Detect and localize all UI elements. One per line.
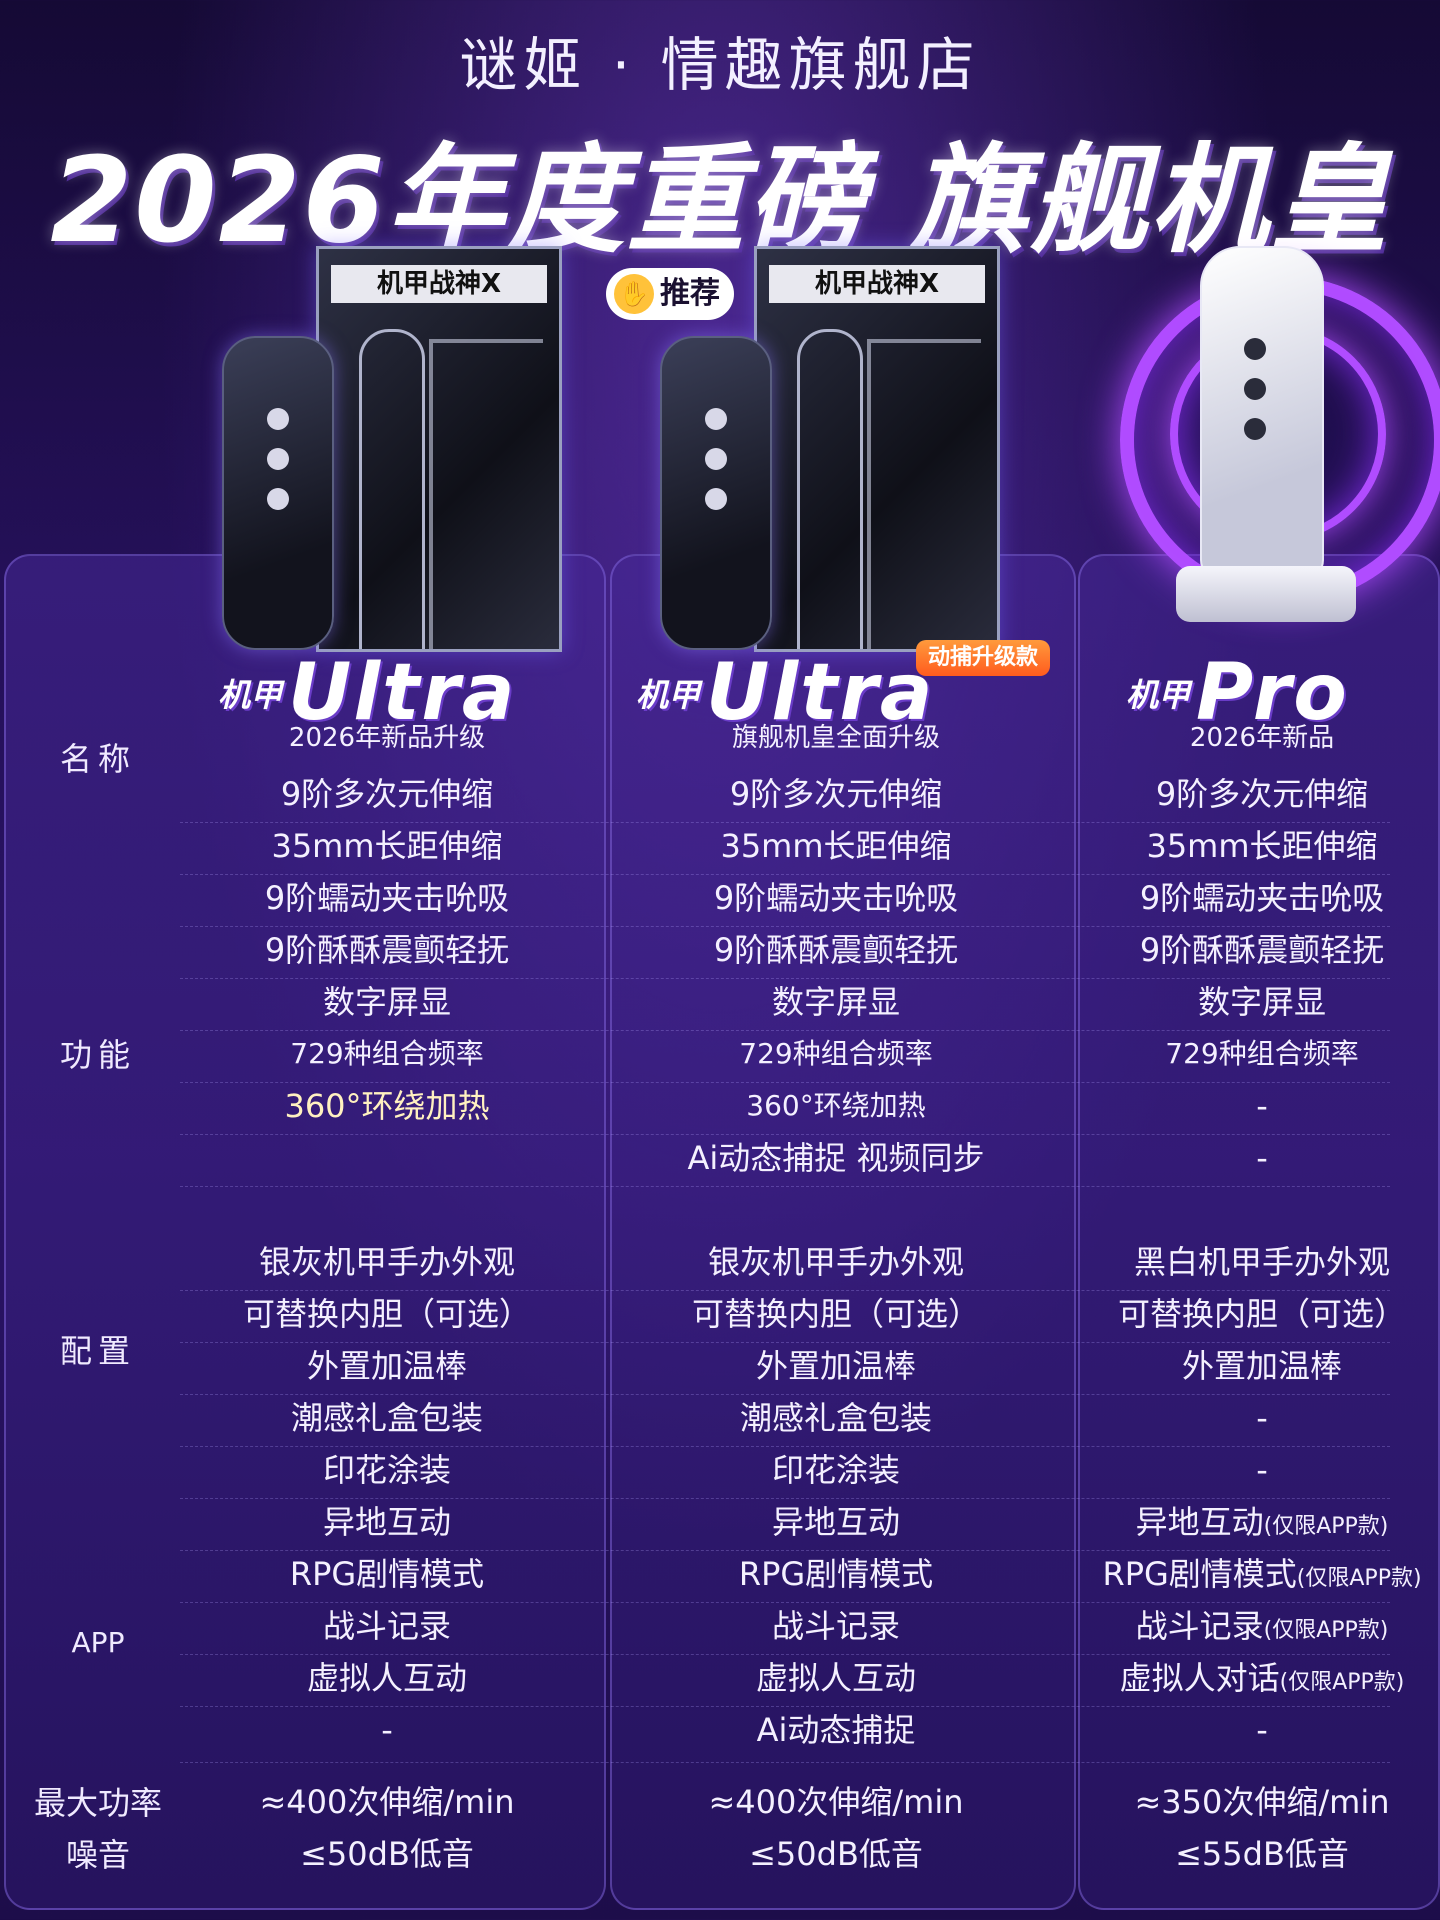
table-cell: 9阶多次元伸缩 <box>280 775 494 813</box>
table-cell: - <box>381 1711 393 1749</box>
column-panel-pro <box>1078 554 1440 1910</box>
table-cell: ≈350次伸缩/min <box>1134 1783 1390 1821</box>
upgrade-badge: 动捕升级款 <box>916 640 1051 676</box>
table-cell: ≈400次伸缩/min <box>259 1783 515 1821</box>
table-cell: 2026年新品升级 <box>288 723 486 753</box>
product-name-pro: 机甲Pro <box>1126 648 1349 738</box>
table-cell: 可替换内胆（可选） <box>1117 1295 1406 1333</box>
device <box>660 336 772 650</box>
table-cell <box>192 1132 582 1184</box>
table-cell: 异地互动(仅限APP款) <box>1135 1503 1389 1541</box>
box-label: 机甲战神X <box>769 265 985 303</box>
white-device <box>1200 246 1324 580</box>
table-cell: ≤55dB低音 <box>1175 1835 1349 1873</box>
table-cell: 印花涂装 <box>771 1451 900 1489</box>
table-cell: - <box>1256 1087 1268 1125</box>
product-name-ultra: 机甲Ultra <box>218 648 517 738</box>
table-cell: 360°环绕加热 <box>284 1087 490 1125</box>
section-label-app: APP <box>71 1626 125 1659</box>
table-cell: 35mm长距伸缩 <box>720 827 952 865</box>
product-name-ultra-upgrade: 机甲Ultra <box>636 648 935 738</box>
table-cell: 2026年新品 <box>1189 723 1335 753</box>
table-cell: 可替换内胆（可选） <box>691 1295 980 1333</box>
box-label: 机甲战神X <box>331 265 547 303</box>
table-cell: 可替换内胆（可选） <box>242 1295 531 1333</box>
section-label-config: 配置 <box>59 1332 136 1370</box>
table-cell: 异地互动 <box>322 1503 451 1541</box>
table-cell: 35mm长距伸缩 <box>1146 827 1378 865</box>
table-cell: ≤50dB低音 <box>300 1835 474 1873</box>
table-cell: 729种组合频率 <box>290 1037 484 1070</box>
table-cell: 外置加温棒 <box>755 1347 916 1385</box>
gift-box: 机甲战神X <box>316 246 562 652</box>
table-cell: 360°环绕加热 <box>746 1089 926 1122</box>
table-cell: 银灰机甲手办外观 <box>258 1243 515 1281</box>
gift-box: 机甲战神X <box>754 246 1000 652</box>
table-cell: 9阶酥酥震颤轻抚 <box>713 931 959 969</box>
table-cell: Ai动态捕捉 <box>756 1711 916 1749</box>
table-cell: 银灰机甲手办外观 <box>707 1243 964 1281</box>
column-panel-ultra <box>4 554 606 1910</box>
table-cell: 虚拟人互动 <box>755 1659 916 1697</box>
table-cell: 数字屏显 <box>771 983 900 1021</box>
table-cell: 9阶蠕动夹击吮吸 <box>713 879 959 917</box>
table-cell: 印花涂装 <box>322 1451 451 1489</box>
table-cell: 9阶多次元伸缩 <box>1155 775 1369 813</box>
table-cell: 9阶多次元伸缩 <box>729 775 943 813</box>
table-cell: 潮感礼盒包装 <box>739 1399 932 1437</box>
store-title: 谜姬 · 情趣旗舰店 <box>459 31 981 99</box>
headline: 2026年度重磅 旗舰机皇 <box>50 131 1390 269</box>
table-cell: Ai动态捕捉 视频同步 <box>687 1139 985 1177</box>
section-label-name: 名称 <box>59 740 136 778</box>
table-cell: 729种组合频率 <box>1165 1037 1359 1070</box>
table-cell: 战斗记录 <box>322 1607 451 1645</box>
table-cell: 外置加温棒 <box>306 1347 467 1385</box>
recommend-badge: ✋推荐 <box>606 268 734 320</box>
section-label-power: 最大功率 <box>33 1784 162 1822</box>
table-cell: - <box>1256 1711 1268 1749</box>
table-cell: RPG剧情模式 <box>738 1555 934 1593</box>
table-cell: - <box>1256 1451 1268 1489</box>
table-cell: 9阶蠕动夹击吮吸 <box>1139 879 1385 917</box>
table-cell: 35mm长距伸缩 <box>271 827 503 865</box>
table-cell: 虚拟人对话(仅限APP款) <box>1119 1659 1405 1697</box>
table-cell: 潮感礼盒包装 <box>290 1399 483 1437</box>
table-cell: 729种组合频率 <box>739 1037 933 1070</box>
table-cell: 数字屏显 <box>322 983 451 1021</box>
table-cell: 9阶酥酥震颤轻抚 <box>1139 931 1385 969</box>
table-cell: - <box>1256 1399 1268 1437</box>
device <box>222 336 334 650</box>
table-cell: 外置加温棒 <box>1181 1347 1342 1385</box>
table-cell: RPG剧情模式(仅限APP款) <box>1102 1555 1422 1593</box>
table-cell: 9阶酥酥震颤轻抚 <box>264 931 510 969</box>
table-cell: - <box>1256 1139 1268 1177</box>
table-cell: 旗舰机皇全面升级 <box>731 723 940 753</box>
section-label-function: 功能 <box>59 1036 136 1074</box>
section-label-noise: 噪音 <box>65 1836 130 1874</box>
table-cell: ≤50dB低音 <box>749 1835 923 1873</box>
table-cell: 数字屏显 <box>1197 983 1326 1021</box>
table-cell: 虚拟人互动 <box>306 1659 467 1697</box>
column-panel-ultra-upgrade <box>610 554 1076 1910</box>
table-cell: 异地互动 <box>771 1503 900 1541</box>
table-cell: RPG剧情模式 <box>289 1555 485 1593</box>
table-cell: 黑白机甲手办外观 <box>1133 1243 1390 1281</box>
table-cell: ≈400次伸缩/min <box>708 1783 964 1821</box>
table-cell: 战斗记录 <box>771 1607 900 1645</box>
clap-icon: ✋ <box>614 274 654 314</box>
table-cell: 9阶蠕动夹击吮吸 <box>264 879 510 917</box>
table-cell: 战斗记录(仅限APP款) <box>1135 1607 1389 1645</box>
